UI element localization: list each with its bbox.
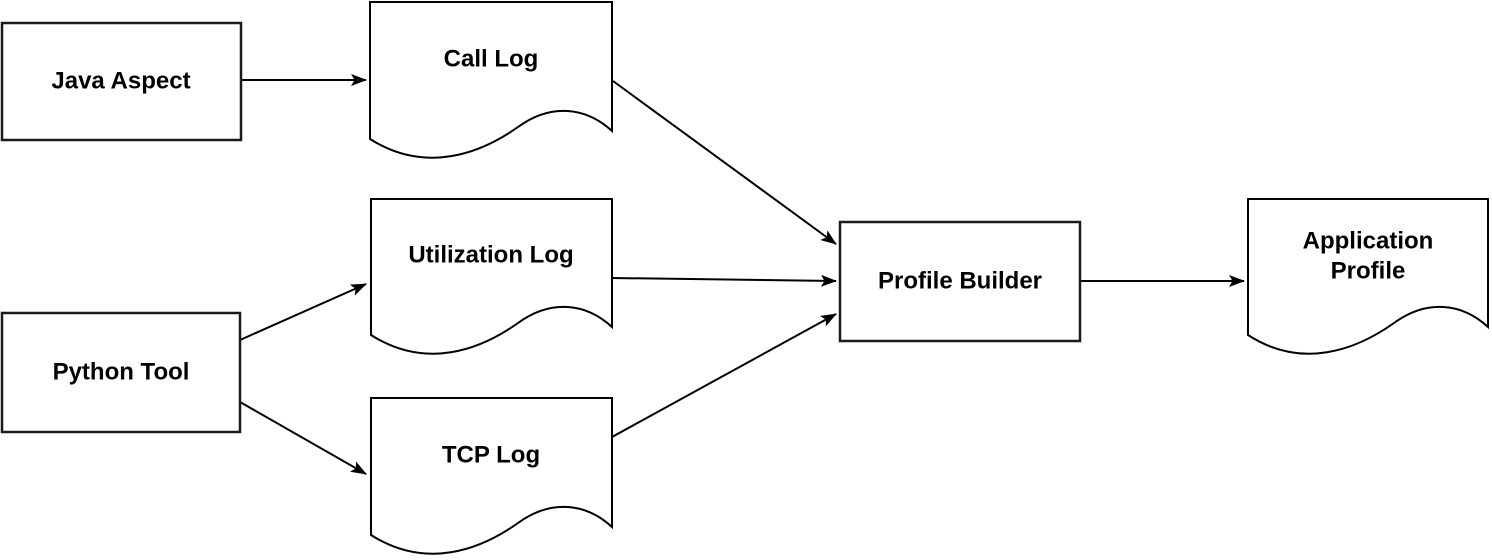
utilization-log-label: Utilization Log [408,242,573,269]
application-profile-label-line1: Application [1303,228,1434,255]
application-profile-shape [1247,198,1489,355]
utilization-log-shape [370,198,613,355]
node-application-profile: Application Profile [1247,198,1489,355]
node-utilization-log: Utilization Log [370,198,613,355]
node-java-aspect: Java Aspect [0,21,243,142]
python-tool-label: Python Tool [53,359,190,386]
edge-python-tool-to-tcp-log [239,401,367,475]
node-python-tool: Python Tool [0,311,242,434]
node-tcp-log: TCP Log [370,397,613,555]
profile-builder-label: Profile Builder [878,268,1042,295]
python-tool-shape [0,311,242,434]
call-log-label: Call Log [444,46,539,73]
edge-tcp-log-to-profile-builder [611,313,837,438]
node-profile-builder: Profile Builder [838,220,1082,343]
edge-call-log-to-profile-builder [612,80,837,245]
node-call-log: Call Log [369,1,613,159]
java-aspect-label: Java Aspect [51,68,190,95]
edges [239,74,1245,475]
tcp-log-label: TCP Log [442,442,540,469]
edge-utilization-log-to-profile-builder [611,274,837,287]
edge-python-tool-to-utilization-log [239,283,367,341]
call-log-shape [369,1,613,159]
application-profile-label-line2: Profile [1331,258,1406,285]
java-aspect-shape [0,21,243,142]
tcp-log-shape [370,397,613,555]
profile-builder-shape [838,220,1082,343]
